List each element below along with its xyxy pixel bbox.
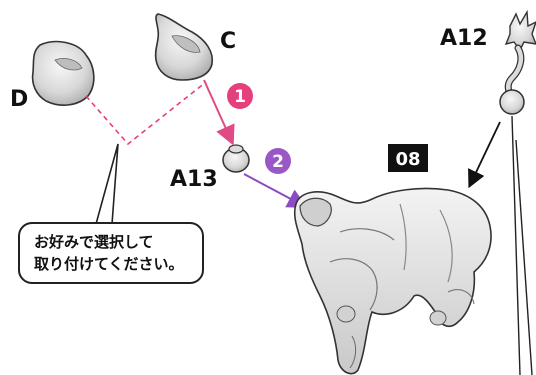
step-1-marker: 1 xyxy=(227,83,253,109)
body-torso xyxy=(293,187,492,375)
part-box-08-label: 08 xyxy=(395,149,420,170)
part-a12 xyxy=(499,9,536,115)
step-2-number: 2 xyxy=(272,152,284,172)
arrow-a13-to-body xyxy=(243,173,308,208)
part-c-label: C xyxy=(220,29,236,54)
part-d-label: D xyxy=(10,87,28,112)
arrow-a12-to-body xyxy=(468,121,501,189)
step-2-marker: 2 xyxy=(265,148,291,174)
part-box-08: 08 xyxy=(388,144,428,172)
part-a12-label: A12 xyxy=(440,26,488,51)
a12-leader-lines xyxy=(511,115,533,375)
selection-note-line-2: 取り付けてください。 xyxy=(34,255,184,273)
choice-dashed-guide xyxy=(85,81,207,146)
part-c xyxy=(154,13,214,81)
callout-leader xyxy=(95,143,119,225)
part-d xyxy=(31,40,95,106)
arrow-c-to-a13 xyxy=(203,79,235,146)
part-a13 xyxy=(222,144,250,173)
selection-note: お好みで選択して 取り付けてください。 xyxy=(18,222,204,284)
part-a13-label: A13 xyxy=(170,167,218,192)
selection-note-line-1: お好みで選択して xyxy=(34,233,154,251)
step-1-number: 1 xyxy=(234,87,246,107)
